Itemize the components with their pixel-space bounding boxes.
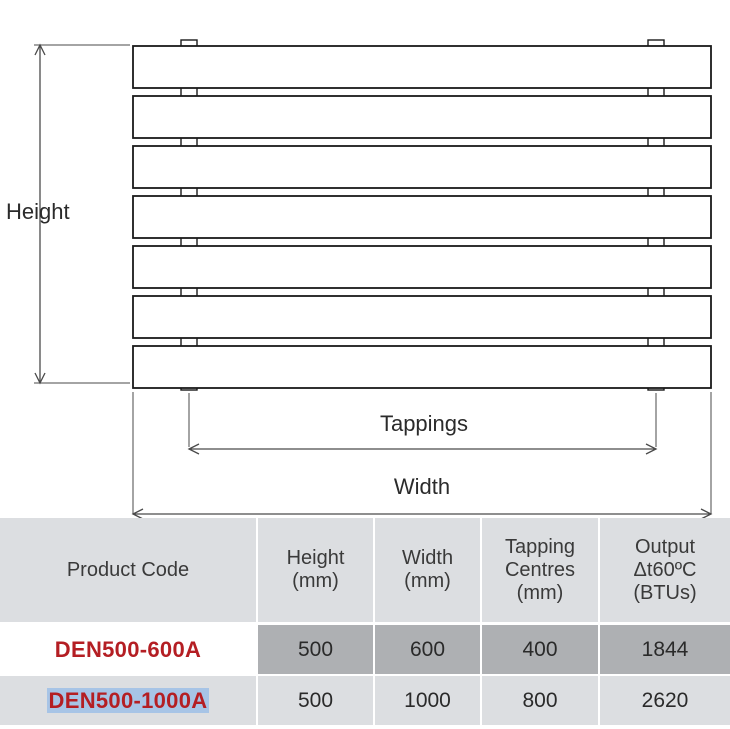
radiator-bar [132,195,712,239]
cell-height: 500 [256,676,373,725]
product-code-cell: DEN500-1000A [0,676,256,725]
width-dimension [131,392,713,520]
table-header-row: Product Code Height(mm) Width(mm) Tappin… [0,518,730,625]
header-text-line: (BTUs) [633,581,697,604]
radiator-bar [132,145,712,189]
radiator-bar [132,345,712,389]
header-text-line: Output [634,535,696,558]
header-text-line: Centres [504,558,576,581]
header-text-line: (mm) [404,570,451,592]
cell-output: 1844 [598,625,730,676]
header-text-line: Tapping [504,535,576,558]
header-text-line: Height [286,547,345,569]
product-code: DEN500-600A [54,636,202,662]
height-dimension [34,43,130,385]
radiator-bar [132,45,712,89]
header-text-line: Product Code [66,558,190,581]
width-label: Width [394,474,450,499]
header-text-line: (mm) [516,581,564,604]
radiator-diagram: Height Tappings Width [6,39,713,520]
radiator-bars [132,45,712,389]
height-label: Height [6,199,70,224]
tappings-label: Tappings [380,411,468,436]
cell-width: 600 [373,625,480,676]
header-text-line: (mm) [292,570,339,592]
radiator-bar [132,295,712,339]
header-text-line: Width [401,547,454,569]
header-text-line: Δt60ºC [633,558,697,581]
cell-width: 1000 [373,676,480,725]
tappings-dimension [187,393,658,455]
cell-height: 500 [256,625,373,676]
product-code-cell: DEN500-600A [0,625,256,676]
header-width: Width(mm) [373,518,480,625]
cell-tapping-centres: 400 [480,625,598,676]
cell-output: 2620 [598,676,730,725]
cell-tapping-centres: 800 [480,676,598,725]
product-code: DEN500-1000A [46,687,210,713]
product-spec-table: Product Code Height(mm) Width(mm) Tappin… [0,518,730,725]
header-height: Height(mm) [256,518,373,625]
header-product-code: Product Code [0,518,256,625]
radiator-bar [132,95,712,139]
radiator-bar [132,245,712,289]
